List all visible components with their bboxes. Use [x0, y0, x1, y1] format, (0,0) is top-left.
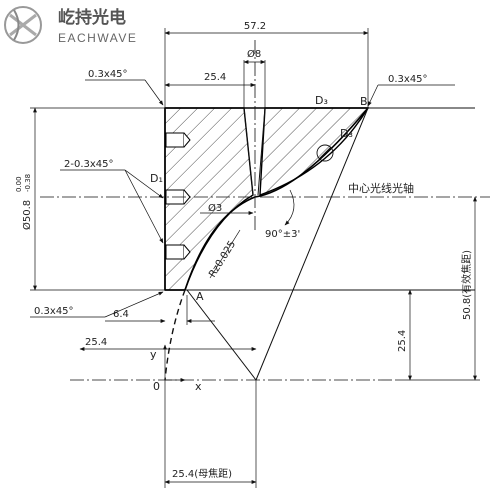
label-optical-axis: 中心光线光轴 [348, 181, 414, 195]
leader-chamfer-right [367, 84, 379, 107]
leader-chamfer-multi-1 [124, 169, 164, 199]
leader-chamfer-top [144, 79, 164, 106]
screw-holes [165, 132, 191, 260]
dim-left-254: 25.4 [85, 337, 107, 348]
dim-offset-64: 6.4 [113, 309, 129, 320]
label-origin: 0 [153, 380, 160, 393]
leader-chamfer-multi-2 [124, 169, 164, 244]
dim-angle: 90°±3' [265, 229, 300, 240]
label-chamfer-multi: 2-0.3x45° [64, 159, 114, 170]
logo-mark-icon [4, 6, 42, 44]
label-axis-y: y [150, 348, 157, 361]
hole-left-wall [243, 107, 254, 196]
dim-vertical-254: 25.4 [397, 330, 408, 352]
dim-hole-dia: Ø8 [247, 48, 261, 60]
dim-effective-focal: 50.8(有效焦距) [460, 250, 473, 320]
parent-parabola [164, 289, 186, 381]
label-chamfer-right: 0.3x45° [388, 74, 428, 85]
ray-a-focus [186, 289, 257, 381]
leader-chamfer-bottom [104, 291, 164, 318]
dim-tol-upper: 0.00 [15, 176, 23, 192]
dim-diameter: Ø50.8 [21, 200, 33, 230]
dim-overall-width: 57.2 [244, 21, 266, 32]
label-d3-side: D₃ [340, 127, 353, 140]
label-axis-x: x [195, 380, 202, 393]
dim-tol-lower: -0.38 [24, 174, 32, 192]
label-point-b: B [360, 95, 368, 108]
ray-b-focus [255, 107, 369, 381]
roughness-symbol: Rz0.025 [207, 229, 241, 280]
surface-mark-icon [316, 144, 334, 162]
label-chamfer-top: 0.3x45° [88, 69, 128, 80]
hole-right-wall [257, 107, 266, 196]
dim-small-hole: Ø3 [208, 202, 222, 214]
label-d1: D₁ [150, 172, 163, 185]
logo-name-en: EACHWAVE [58, 31, 137, 45]
dim-roughness: Rz0.025 [207, 239, 238, 279]
label-point-a: A [196, 290, 204, 303]
dim-parent-focal: 25.4(母焦距) [172, 467, 232, 480]
angle-arc [284, 189, 295, 226]
brand-logo: 屹持光电 EACHWAVE [4, 6, 137, 45]
dim-left-width: 25.4 [204, 72, 226, 83]
logo-name-cn: 屹持光电 [58, 7, 126, 28]
label-d3-top: D₃ [315, 94, 328, 107]
label-chamfer-bottom: 0.3x45° [34, 306, 74, 317]
